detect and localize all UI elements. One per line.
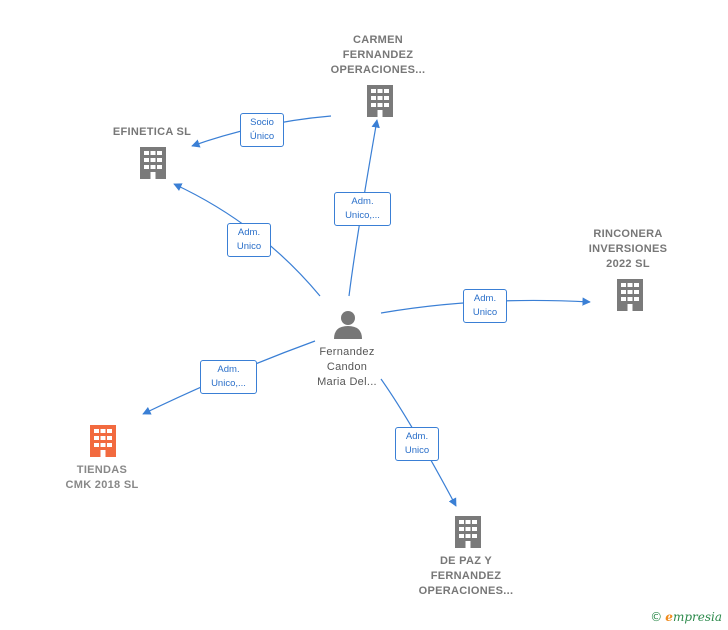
- brand-logo: ©empresia: [650, 610, 722, 624]
- depaz-building-icon[interactable]: [455, 516, 481, 548]
- node-label-rinconera[interactable]: RINCONERA INVERSIONES 2022 SL: [588, 228, 668, 270]
- brand-name: mpresia: [672, 610, 722, 624]
- tiendas-building-icon[interactable]: [90, 425, 116, 457]
- carmen-building-icon[interactable]: [367, 85, 393, 117]
- efinetica-building-icon[interactable]: [140, 147, 166, 179]
- node-label-carmen[interactable]: CARMEN FERNANDEZ OPERACIONES...: [330, 34, 426, 76]
- node-label-tiendas[interactable]: TIENDAS CMK 2018 SL: [65, 464, 139, 491]
- edge-label-person-tiendas: Adm. Unico,...: [200, 360, 257, 394]
- copyright-symbol: ©: [650, 610, 663, 624]
- edge-label-person-efinetica: Adm. Unico: [227, 223, 271, 257]
- edge-label-person-rinconera: Adm. Unico: [463, 289, 507, 323]
- edge-label-person-carmen: Adm. Unico,...: [334, 192, 391, 226]
- person-icon[interactable]: [334, 311, 362, 339]
- node-label-depaz[interactable]: DE PAZ Y FERNANDEZ OPERACIONES...: [418, 555, 514, 597]
- node-label-efinetica[interactable]: EFINETICA SL: [112, 126, 192, 138]
- node-label-person[interactable]: Fernandez Candon Maria Del...: [317, 346, 377, 388]
- brand-initial: e: [665, 610, 673, 624]
- edge-label-carmen-efinetica: Socio Único: [240, 113, 284, 147]
- rinconera-building-icon[interactable]: [617, 279, 643, 311]
- edge-label-person-depaz: Adm. Unico: [395, 427, 439, 461]
